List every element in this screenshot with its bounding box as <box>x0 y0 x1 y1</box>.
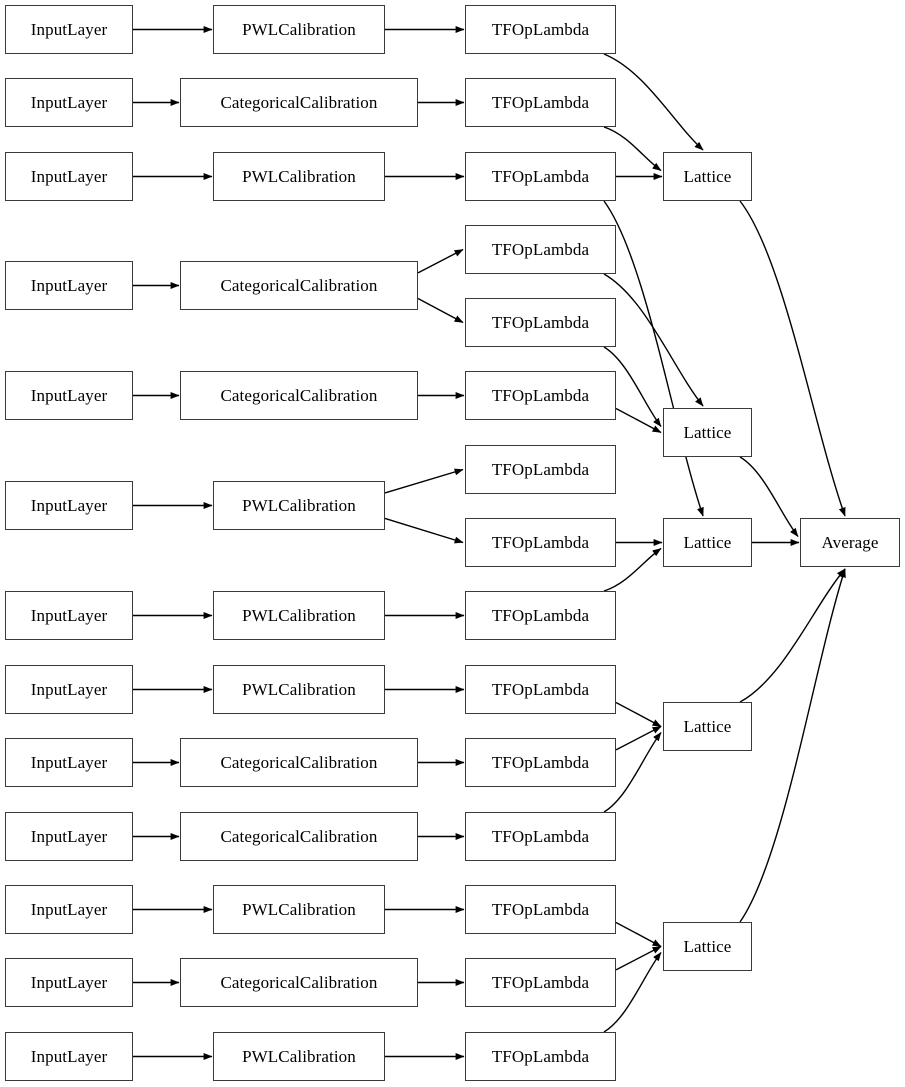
node-label: InputLayer <box>30 753 108 772</box>
node-in10[interactable]: InputLayer <box>5 812 133 861</box>
node-cal8[interactable]: PWLCalibration <box>213 665 385 714</box>
node-label: InputLayer <box>30 606 108 625</box>
node-cal7[interactable]: PWLCalibration <box>213 591 385 640</box>
node-op8[interactable]: TFOpLambda <box>465 518 616 567</box>
node-label: Average <box>821 533 879 552</box>
node-label: TFOpLambda <box>491 460 590 479</box>
node-op6[interactable]: TFOpLambda <box>465 371 616 420</box>
node-label: PWLCalibration <box>242 680 356 699</box>
node-cal1[interactable]: PWLCalibration <box>213 5 385 54</box>
node-label: CategoricalCalibration <box>220 93 378 112</box>
node-label: CategoricalCalibration <box>220 276 378 295</box>
node-in11[interactable]: InputLayer <box>5 885 133 934</box>
node-label: InputLayer <box>30 276 108 295</box>
node-label: TFOpLambda <box>491 20 590 39</box>
node-label: PWLCalibration <box>242 900 356 919</box>
node-label: PWLCalibration <box>242 20 356 39</box>
node-label: Lattice <box>683 533 732 552</box>
node-op12[interactable]: TFOpLambda <box>465 812 616 861</box>
node-label: Lattice <box>683 423 732 442</box>
node-op4[interactable]: TFOpLambda <box>465 225 616 274</box>
node-label: CategoricalCalibration <box>220 753 378 772</box>
node-op1[interactable]: TFOpLambda <box>465 5 616 54</box>
node-in8[interactable]: InputLayer <box>5 665 133 714</box>
node-op9[interactable]: TFOpLambda <box>465 591 616 640</box>
node-in12[interactable]: InputLayer <box>5 958 133 1007</box>
node-label: TFOpLambda <box>491 386 590 405</box>
node-in7[interactable]: InputLayer <box>5 591 133 640</box>
node-label: PWLCalibration <box>242 167 356 186</box>
node-label: TFOpLambda <box>491 827 590 846</box>
node-lat5[interactable]: Lattice <box>663 922 752 971</box>
node-cal13[interactable]: PWLCalibration <box>213 1032 385 1081</box>
node-op11[interactable]: TFOpLambda <box>465 738 616 787</box>
node-cal3[interactable]: PWLCalibration <box>213 152 385 201</box>
node-label: InputLayer <box>30 973 108 992</box>
node-op3[interactable]: TFOpLambda <box>465 152 616 201</box>
node-cal12[interactable]: CategoricalCalibration <box>180 958 418 1007</box>
node-lat2[interactable]: Lattice <box>663 408 752 457</box>
node-in13[interactable]: InputLayer <box>5 1032 133 1081</box>
node-op7[interactable]: TFOpLambda <box>465 445 616 494</box>
node-cal11[interactable]: PWLCalibration <box>213 885 385 934</box>
node-label: InputLayer <box>30 496 108 515</box>
node-in5[interactable]: InputLayer <box>5 371 133 420</box>
node-label: TFOpLambda <box>491 1047 590 1066</box>
node-label: TFOpLambda <box>491 93 590 112</box>
node-op5[interactable]: TFOpLambda <box>465 298 616 347</box>
node-label: TFOpLambda <box>491 606 590 625</box>
node-cal5[interactable]: CategoricalCalibration <box>180 371 418 420</box>
node-label: InputLayer <box>30 20 108 39</box>
node-op10[interactable]: TFOpLambda <box>465 665 616 714</box>
node-label: PWLCalibration <box>242 606 356 625</box>
node-in2[interactable]: InputLayer <box>5 78 133 127</box>
node-in1[interactable]: InputLayer <box>5 5 133 54</box>
node-label: TFOpLambda <box>491 533 590 552</box>
node-label: PWLCalibration <box>242 1047 356 1066</box>
node-cal4[interactable]: CategoricalCalibration <box>180 261 418 310</box>
node-cal2[interactable]: CategoricalCalibration <box>180 78 418 127</box>
node-label: InputLayer <box>30 900 108 919</box>
node-in9[interactable]: InputLayer <box>5 738 133 787</box>
node-label: PWLCalibration <box>242 496 356 515</box>
node-label: InputLayer <box>30 1047 108 1066</box>
node-label: TFOpLambda <box>491 973 590 992</box>
node-lat3[interactable]: Lattice <box>663 518 752 567</box>
node-label: TFOpLambda <box>491 680 590 699</box>
node-label: InputLayer <box>30 93 108 112</box>
node-label: InputLayer <box>30 167 108 186</box>
node-label: TFOpLambda <box>491 753 590 772</box>
node-label: InputLayer <box>30 680 108 699</box>
node-op2[interactable]: TFOpLambda <box>465 78 616 127</box>
node-label: Lattice <box>683 167 732 186</box>
node-cal6[interactable]: PWLCalibration <box>213 481 385 530</box>
node-op14[interactable]: TFOpLambda <box>465 958 616 1007</box>
node-cal9[interactable]: CategoricalCalibration <box>180 738 418 787</box>
node-in3[interactable]: InputLayer <box>5 152 133 201</box>
node-label: Lattice <box>683 717 732 736</box>
node-cal10[interactable]: CategoricalCalibration <box>180 812 418 861</box>
node-label: TFOpLambda <box>491 900 590 919</box>
node-label: CategoricalCalibration <box>220 386 378 405</box>
node-op13[interactable]: TFOpLambda <box>465 885 616 934</box>
node-in4[interactable]: InputLayer <box>5 261 133 310</box>
node-label: CategoricalCalibration <box>220 827 378 846</box>
node-label: CategoricalCalibration <box>220 973 378 992</box>
node-label: InputLayer <box>30 386 108 405</box>
node-label: TFOpLambda <box>491 167 590 186</box>
node-avg[interactable]: Average <box>800 518 900 567</box>
node-lat4[interactable]: Lattice <box>663 702 752 751</box>
node-label: TFOpLambda <box>491 240 590 259</box>
node-in6[interactable]: InputLayer <box>5 481 133 530</box>
node-label: Lattice <box>683 937 732 956</box>
node-label: InputLayer <box>30 827 108 846</box>
node-lat1[interactable]: Lattice <box>663 152 752 201</box>
node-label: TFOpLambda <box>491 313 590 332</box>
node-op15[interactable]: TFOpLambda <box>465 1032 616 1081</box>
